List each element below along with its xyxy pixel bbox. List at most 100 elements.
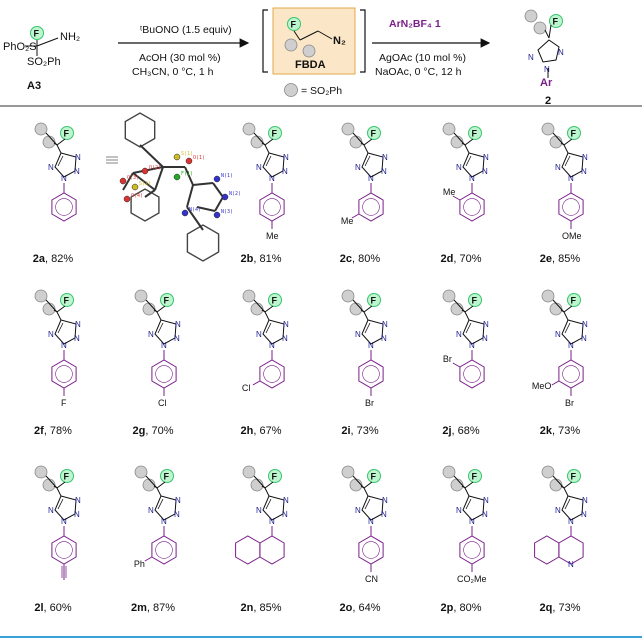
- n-atom: N: [582, 153, 588, 162]
- crystal-atom: [123, 195, 131, 203]
- so2ph-ball: [541, 122, 555, 136]
- bond: [464, 481, 474, 489]
- n-atom: N: [368, 341, 374, 350]
- n-atom: N: [48, 506, 54, 515]
- n-atom: N: [283, 320, 289, 329]
- n-atom: N: [368, 517, 374, 526]
- bond: [552, 132, 565, 146]
- fluorine-marker: [367, 293, 381, 307]
- double-bond: [564, 155, 571, 167]
- compound-id: 2h: [241, 425, 254, 437]
- so2ph-ball: [42, 478, 56, 492]
- double-bond: [465, 322, 472, 334]
- crystal-atom-label: O(3): [127, 175, 139, 181]
- substituent-label: Cl: [242, 383, 251, 393]
- substituent-label: Me: [341, 216, 354, 226]
- aromatic-circle: [155, 541, 173, 559]
- compound-label: 2p, 80%: [441, 602, 482, 614]
- crystal-bond: [212, 182, 224, 198]
- aryl-ring: [51, 192, 77, 222]
- step2-catalyst: AgOAc (10 mol %): [379, 52, 466, 64]
- fused-ring: [534, 535, 560, 565]
- compound-id: 2i: [341, 425, 350, 437]
- n-atom: N: [283, 496, 289, 505]
- compound-label: 2n, 85%: [241, 602, 282, 614]
- compound-id: 2b: [241, 253, 254, 265]
- n-atom: N: [368, 174, 374, 183]
- so2ph-ball: [450, 135, 464, 149]
- compound-yield: , 64%: [352, 602, 380, 614]
- so2ph-ball: [134, 465, 148, 479]
- aromatic-circle: [155, 365, 173, 383]
- crystal-atom-label: S(2): [139, 181, 151, 187]
- compound-yield: , 73%: [351, 425, 379, 437]
- double-bond: [57, 322, 64, 334]
- bond: [264, 487, 270, 497]
- double-bond: [57, 155, 64, 167]
- n-atom: N: [282, 334, 288, 343]
- compound-yield: , 81%: [253, 253, 281, 265]
- so2ph-ball: [134, 289, 148, 303]
- sub-bond: [551, 380, 560, 386]
- n-atom: N: [582, 320, 588, 329]
- crystal-atom-label: N(4): [189, 207, 201, 213]
- crystal-bond: [192, 182, 214, 186]
- tetrazole-ring: [462, 319, 485, 345]
- n-atom: N: [382, 153, 388, 162]
- crystal-structure-2a: O(1)O(2)O(3)O(4)F(1)S(1)S(2)N(1)N(2)N(3)…: [119, 112, 241, 262]
- n-atom: N: [456, 330, 462, 339]
- bond: [352, 132, 365, 146]
- crystal-atom-label: F(1): [181, 171, 193, 177]
- intermediate-fbda: F N₂ FBDA: [262, 7, 366, 75]
- tetrazole-ring: [54, 152, 77, 178]
- so2ph-ball: [541, 465, 555, 479]
- bond: [563, 311, 569, 321]
- compound-label: 2i, 73%: [341, 425, 379, 437]
- fluorine-label: F: [272, 472, 278, 482]
- fluorine-label: F: [272, 296, 278, 306]
- double-bond: [265, 322, 272, 334]
- double-bond: [465, 155, 472, 167]
- aromatic-circle: [362, 365, 380, 383]
- substituent-label: CN: [365, 574, 378, 584]
- n-atom: N: [581, 167, 587, 176]
- a3-left-group: PhO₂S: [3, 41, 37, 53]
- n-atom: N: [282, 167, 288, 176]
- so2ph-ball: [242, 122, 256, 136]
- aryl-ring: [259, 535, 285, 565]
- compound-yield: , 70%: [145, 425, 173, 437]
- tetrazole-ring: [361, 495, 384, 521]
- a3-amine: NH₂: [60, 31, 80, 43]
- so2ph-ball: [250, 478, 264, 492]
- bond: [563, 144, 569, 154]
- double-bond: [157, 498, 164, 510]
- aryl-ring: [259, 359, 285, 389]
- fused-ring: [235, 535, 261, 565]
- bond: [264, 144, 270, 154]
- compound-yield: , 87%: [147, 602, 175, 614]
- product-ar: Ar: [540, 77, 553, 89]
- so2ph-ball: [250, 135, 264, 149]
- fluorine-marker: [160, 293, 174, 307]
- aromatic-circle: [55, 365, 73, 383]
- so2ph-ball: [442, 465, 456, 479]
- fluorine-marker: [468, 469, 482, 483]
- crystal-ring: [124, 112, 156, 148]
- compound-yield: , 67%: [253, 425, 281, 437]
- bond: [253, 475, 266, 489]
- bond: [363, 138, 373, 146]
- compound-yield: , 73%: [552, 602, 580, 614]
- reaction-scheme: F PhO₂S NH₂ SO₂Ph A3 ᵗBuONO (1.5 equiv) …: [0, 7, 642, 107]
- fluorine-label: F: [472, 129, 478, 139]
- fluorine-marker: [567, 126, 581, 140]
- aromatic-circle: [562, 365, 580, 383]
- crystal-atom: [181, 209, 189, 217]
- fluorine-label: F: [571, 296, 577, 306]
- svg-text:F: F: [291, 20, 297, 30]
